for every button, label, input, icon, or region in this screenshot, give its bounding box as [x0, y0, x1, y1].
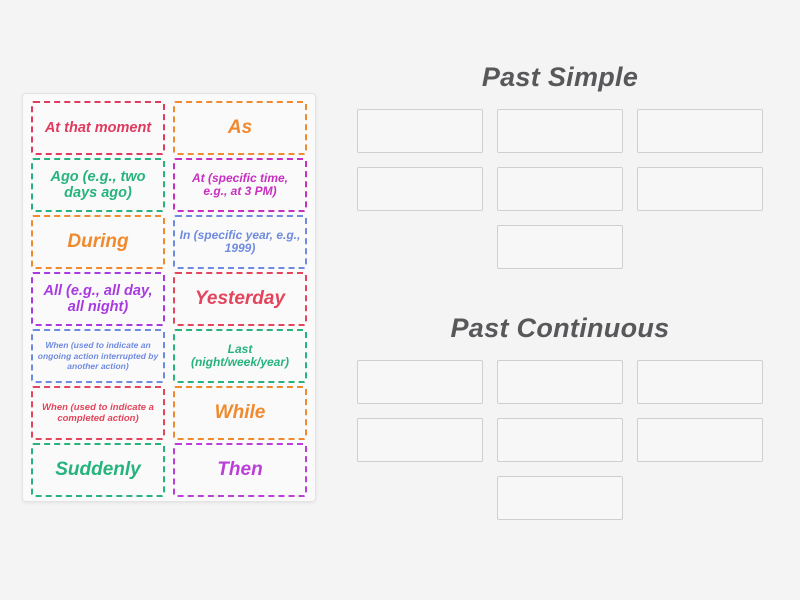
dropzone[interactable]: [637, 167, 763, 211]
word-tile[interactable]: When (used to indicate an ongoing action…: [31, 329, 165, 383]
dropzone-grid: [340, 360, 780, 520]
dropzone[interactable]: [497, 360, 623, 404]
dropzone[interactable]: [497, 109, 623, 153]
word-tile[interactable]: Last (night/week/year): [173, 329, 307, 383]
word-tile[interactable]: At that moment: [31, 101, 165, 155]
dropzone[interactable]: [497, 476, 623, 520]
category-title: Past Simple: [481, 62, 639, 92]
word-tile[interactable]: In (specific year, e.g., 1999): [173, 215, 307, 269]
word-tile[interactable]: While: [173, 386, 307, 440]
dropzone[interactable]: [637, 418, 763, 462]
word-tile[interactable]: When (used to indicate a completed actio…: [31, 386, 165, 440]
dropzone[interactable]: [357, 360, 483, 404]
category-past-simple: Past Simple: [340, 62, 780, 269]
category-past-continuous: Past Continuous: [340, 313, 780, 520]
dropzone[interactable]: [497, 225, 623, 269]
dropzone[interactable]: [637, 360, 763, 404]
word-tile[interactable]: Then: [173, 443, 307, 497]
word-tile-card: At that moment As Ago (e.g., two days ag…: [22, 93, 316, 502]
dropzone[interactable]: [357, 167, 483, 211]
dropzone[interactable]: [357, 418, 483, 462]
word-tile[interactable]: Ago (e.g., two days ago): [31, 158, 165, 212]
category-title: Past Continuous: [450, 313, 670, 343]
word-tile-grid: At that moment As Ago (e.g., two days ag…: [31, 101, 307, 497]
word-tile[interactable]: All (e.g., all day, all night): [31, 272, 165, 326]
dropzone[interactable]: [497, 167, 623, 211]
word-tile[interactable]: As: [173, 101, 307, 155]
word-tile[interactable]: Yesterday: [173, 272, 307, 326]
dropzone[interactable]: [497, 418, 623, 462]
dropzone[interactable]: [357, 109, 483, 153]
dropzone-grid: [340, 109, 780, 269]
word-tile[interactable]: Suddenly: [31, 443, 165, 497]
word-tile[interactable]: During: [31, 215, 165, 269]
dropzone[interactable]: [637, 109, 763, 153]
word-tile[interactable]: At (specific time, e.g., at 3 PM): [173, 158, 307, 212]
